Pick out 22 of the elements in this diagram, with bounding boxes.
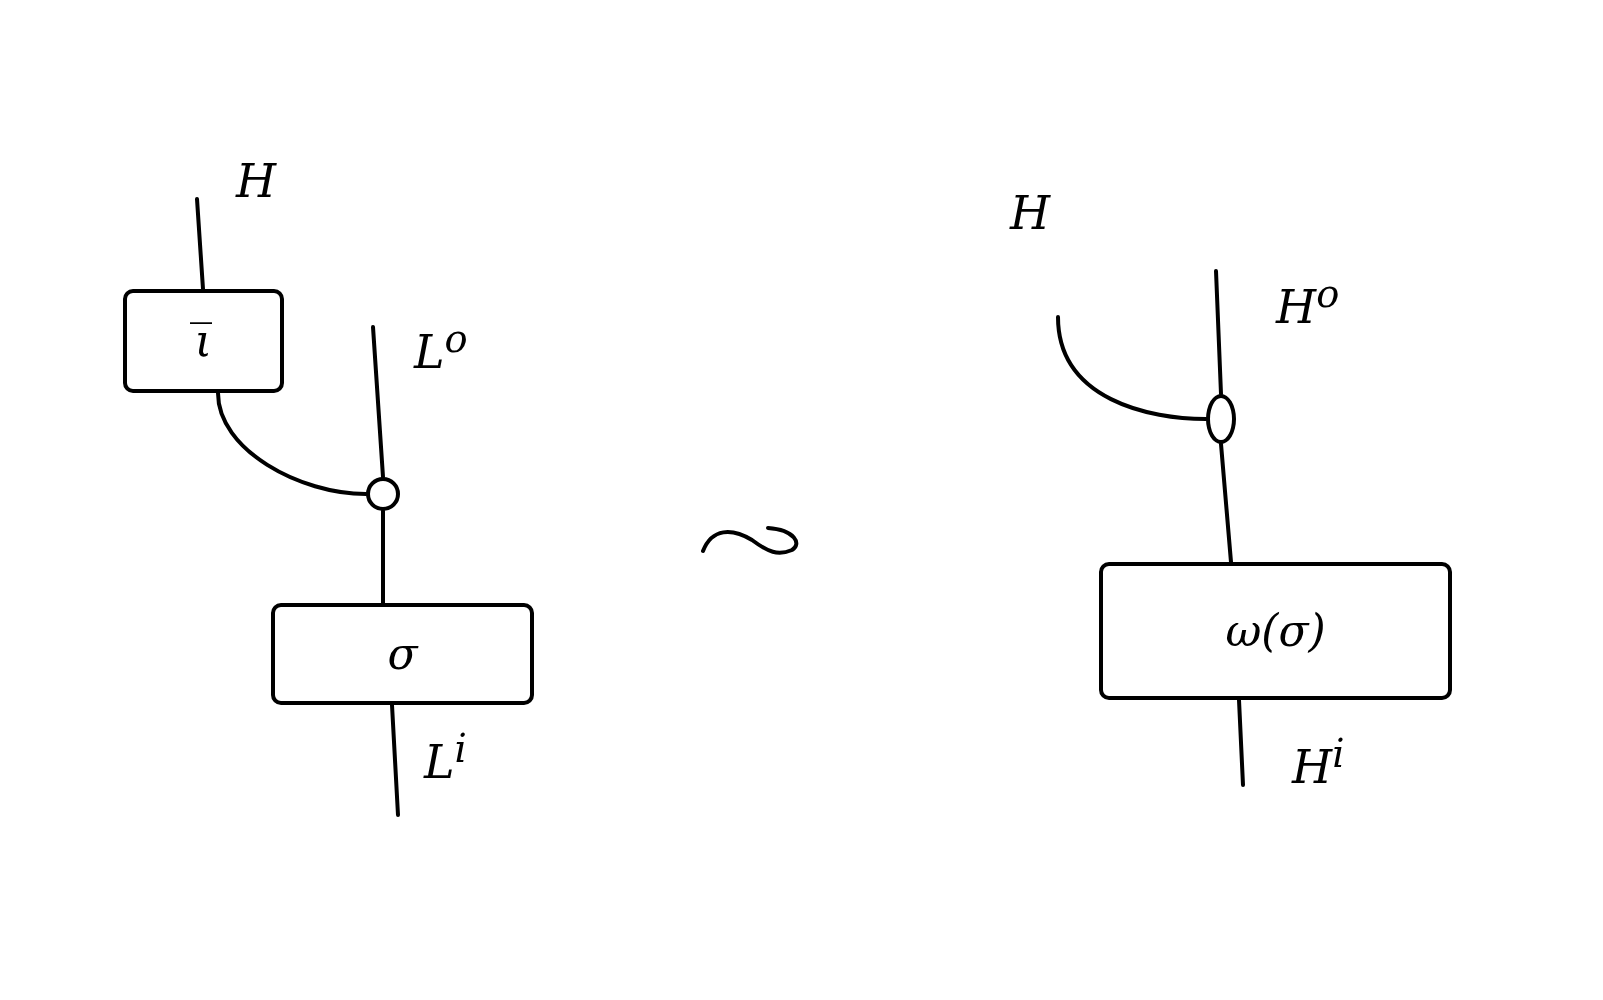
junction-circle bbox=[366, 477, 400, 511]
wire bbox=[1056, 315, 1208, 421]
wire bbox=[1214, 269, 1223, 396]
wire bbox=[390, 703, 400, 817]
wire-label: H bbox=[1010, 190, 1051, 236]
process-box bbox=[123, 289, 284, 393]
wire bbox=[1237, 698, 1245, 787]
box-label: ω(σ) bbox=[1225, 609, 1326, 653]
process-box bbox=[271, 603, 534, 705]
junction-circle bbox=[1206, 394, 1236, 444]
wire bbox=[195, 197, 205, 291]
box-label: σ bbox=[387, 632, 418, 676]
wire bbox=[381, 509, 385, 605]
process-box bbox=[1099, 562, 1452, 700]
wire-label: H$^{o}$ bbox=[1276, 275, 1340, 331]
wire-label: H$^{i}$ bbox=[1292, 735, 1345, 791]
wire bbox=[216, 391, 368, 496]
wire-label: L$^{i}$ bbox=[424, 730, 467, 786]
wire-label: L$^{o}$ bbox=[414, 320, 468, 376]
wire bbox=[1219, 442, 1233, 564]
wire-label: H bbox=[236, 158, 277, 204]
wire bbox=[371, 325, 385, 479]
